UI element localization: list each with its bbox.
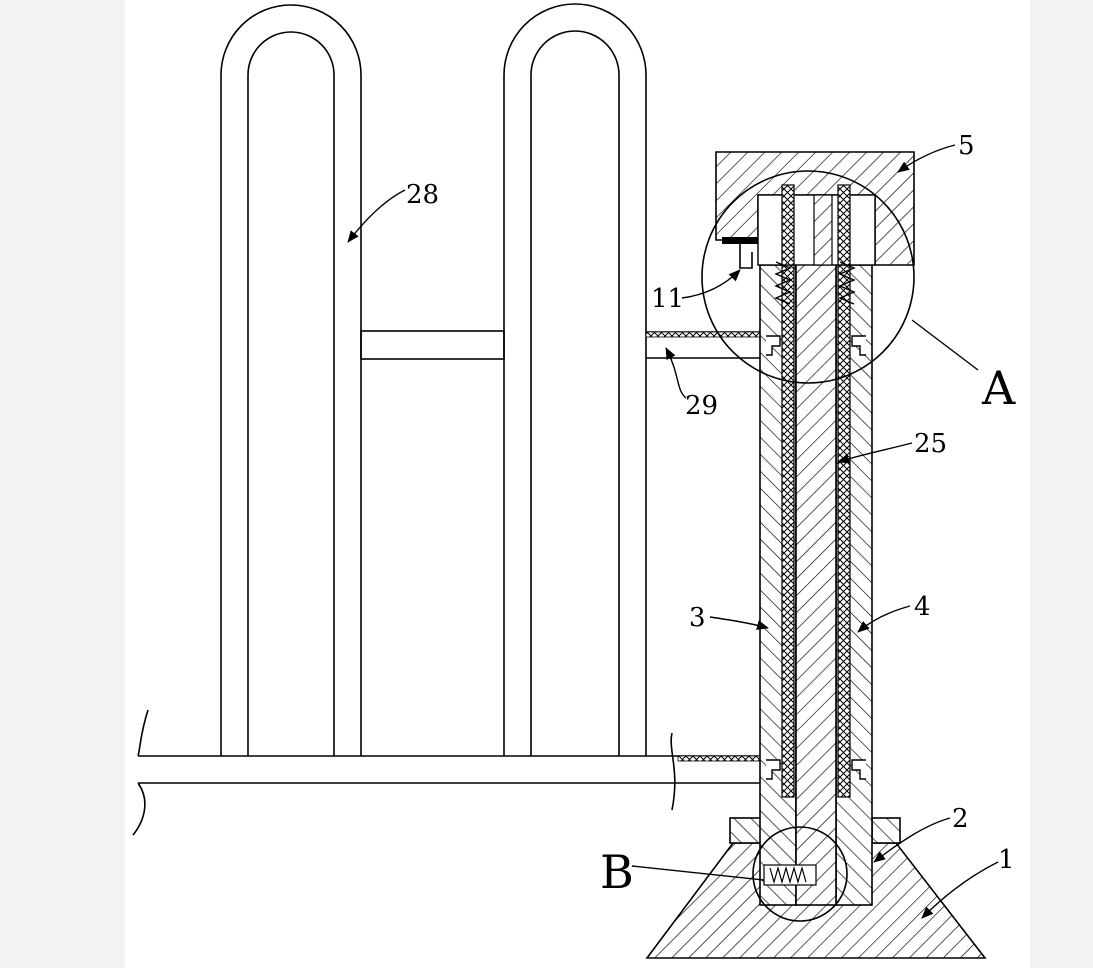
label-5: 5 xyxy=(958,131,975,161)
label-11: 11 xyxy=(651,284,684,314)
central-shaft xyxy=(795,194,837,906)
bottom-rail-strip xyxy=(677,755,769,762)
latch-11 xyxy=(722,237,758,244)
label-2: 2 xyxy=(952,804,969,834)
leaders xyxy=(347,144,999,919)
cap-strip-left xyxy=(781,184,795,266)
cap-inner-shaft xyxy=(813,194,833,266)
tube-29-strip xyxy=(645,331,769,338)
label-25: 25 xyxy=(914,429,947,459)
label-29: 29 xyxy=(685,391,718,421)
crossbar xyxy=(360,330,505,360)
left-u-tube-outer xyxy=(220,4,362,756)
spring-left xyxy=(774,261,792,305)
label-4: 4 xyxy=(914,592,931,622)
latch-11-hook xyxy=(739,244,753,269)
rail-break-left xyxy=(132,709,149,836)
rail-break-middle xyxy=(670,732,676,811)
label-3: 3 xyxy=(689,603,706,633)
spring-right xyxy=(838,261,856,305)
detail-circle-b xyxy=(752,826,848,922)
detail-circle-a xyxy=(701,170,915,384)
flange-right xyxy=(871,817,901,844)
right-u-tube-outer xyxy=(503,3,647,756)
label-b: B xyxy=(600,845,634,899)
clips xyxy=(766,335,866,780)
left-u-tube-inner xyxy=(247,31,335,756)
label-1: 1 xyxy=(998,845,1015,875)
lower-spring xyxy=(769,865,807,885)
right-u-tube-inner xyxy=(530,30,620,756)
label-a: A xyxy=(981,361,1016,415)
cap-strip-right xyxy=(837,184,851,266)
label-28: 28 xyxy=(406,180,439,210)
flange-left xyxy=(729,817,763,844)
